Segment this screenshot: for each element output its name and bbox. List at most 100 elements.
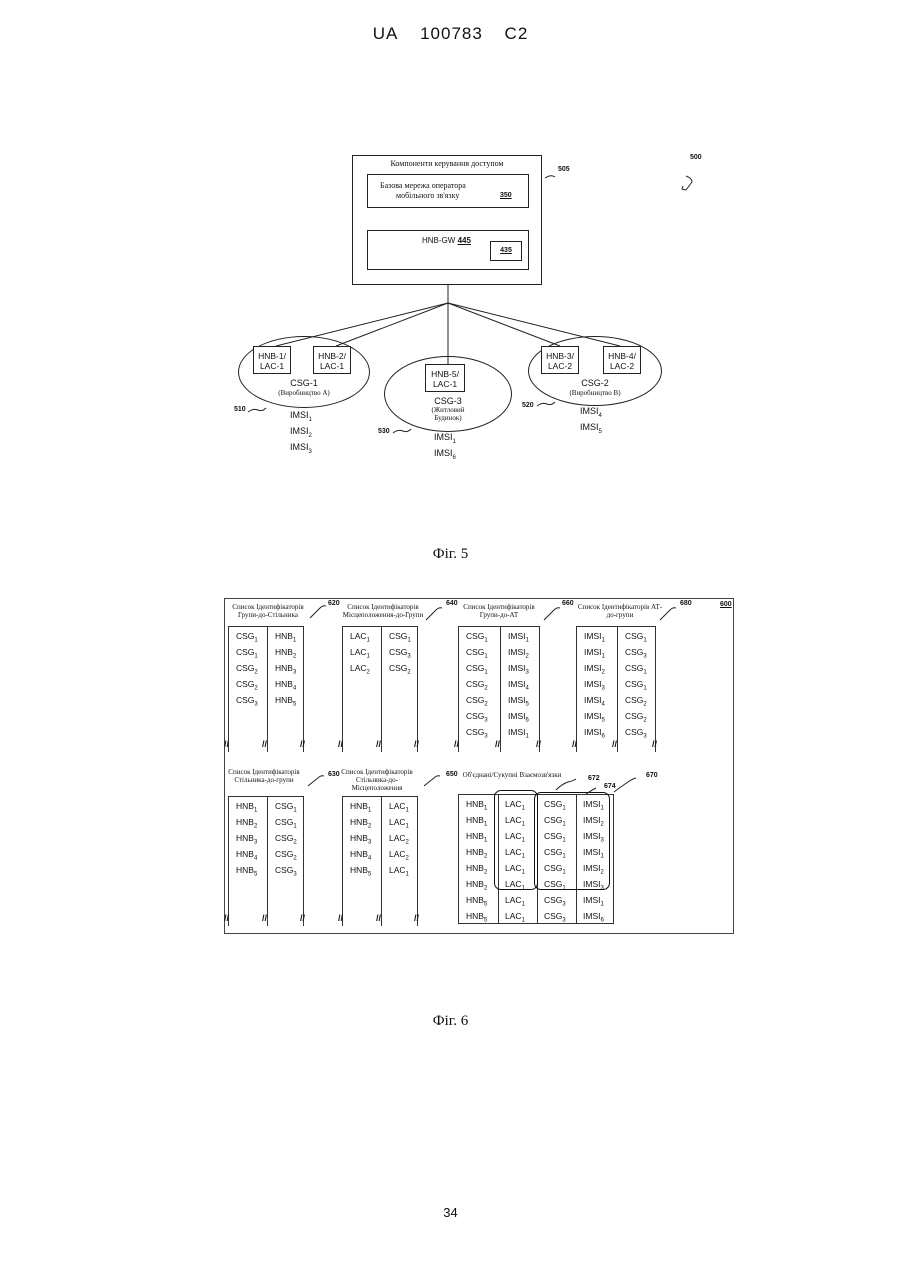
break-mark: // bbox=[300, 739, 305, 749]
table-cell: CSG3 bbox=[625, 727, 647, 742]
table-cell: CSG3 bbox=[544, 911, 566, 926]
merged-ref-674: 674 bbox=[604, 783, 616, 790]
hnb-gw-inner-ref: 435 bbox=[491, 247, 521, 254]
table-cell: IMSI6 bbox=[508, 711, 529, 726]
table-cell: HNB1 bbox=[275, 631, 296, 646]
break-mark: // bbox=[376, 739, 381, 749]
break-mark: // bbox=[300, 913, 305, 923]
table-cell: IMSI6 bbox=[583, 911, 604, 926]
table-cell: IMSI1 bbox=[583, 895, 604, 910]
table-cell: CSG1 bbox=[466, 647, 488, 662]
table-cell: IMSI4 bbox=[584, 695, 605, 710]
table-cell: HNB4 bbox=[275, 679, 296, 694]
table-cell: IMSI1 bbox=[508, 727, 529, 742]
access-control-title: Компоненти керування доступом bbox=[353, 159, 541, 168]
table-cell: LAC1 bbox=[350, 647, 370, 662]
table-cell: HNB1 bbox=[466, 815, 487, 830]
fig5-caption: Фіг. 5 bbox=[0, 546, 901, 563]
table-cell: CSG1 bbox=[275, 801, 297, 816]
table-cell: HNB2 bbox=[350, 817, 371, 832]
hnb5-node: HNB-5/LAC-1 bbox=[425, 364, 465, 392]
core-network-line1: Базова мережа оператора bbox=[380, 181, 466, 190]
csg2-imsi-list: IMSI4 IMSI5 bbox=[580, 406, 602, 438]
table-cell: LAC2 bbox=[350, 663, 370, 678]
table-cell: CSG2 bbox=[466, 679, 488, 694]
column-divider bbox=[267, 627, 268, 752]
fig5-ref-500: 500 bbox=[690, 152, 702, 163]
table-cell: LAC1 bbox=[505, 911, 525, 926]
table-cell: HNB2 bbox=[466, 847, 487, 862]
column-divider bbox=[267, 797, 268, 926]
table-cell: HNB5 bbox=[466, 895, 487, 910]
merged-title: Об'єднані/Сукупні Взаємозв'язки bbox=[452, 771, 572, 779]
break-mark: // bbox=[414, 739, 419, 749]
table-cell: CSG3 bbox=[466, 727, 488, 742]
csg1-sub: (Виробництво А) bbox=[238, 389, 370, 398]
hnb1-node: HNB-1/LAC-1 bbox=[253, 346, 291, 374]
table-cell: CSG2 bbox=[625, 695, 647, 710]
csg3-imsi-list: IMSI1 IMSI6 bbox=[434, 432, 456, 464]
table-cell: CSG2 bbox=[466, 695, 488, 710]
table-cell: IMSI1 bbox=[508, 631, 529, 646]
t630-table: HNB1CSG1HNB2CSG1HNB3CSG2HNB4CSG2HNB5CSG3… bbox=[228, 796, 304, 926]
csg2-ref: 520 bbox=[522, 402, 534, 409]
core-network-box: Базова мережа оператора мобільного зв'яз… bbox=[367, 174, 529, 208]
table-cell: HNB5 bbox=[350, 865, 371, 880]
csg1-name: CSG-1 bbox=[238, 378, 370, 389]
merged-ref-672: 672 bbox=[588, 775, 600, 782]
core-network-line2: мобільного зв'язку bbox=[396, 191, 459, 200]
t660-title: Список Ідентифікаторів Групи-до-АТ bbox=[456, 603, 542, 619]
t660-table: CSG1IMSI1CSG1IMSI2CSG1IMSI3CSG2IMSI4CSG2… bbox=[458, 626, 540, 752]
break-mark: // bbox=[262, 913, 267, 923]
csg2-sub: (Виробництво В) bbox=[528, 389, 662, 398]
t640-table: LAC1CSG1LAC1CSG3LAC2CSG2////// bbox=[342, 626, 418, 752]
table-cell: CSG1 bbox=[466, 663, 488, 678]
break-mark: // bbox=[612, 739, 617, 749]
table-cell: HNB1 bbox=[350, 801, 371, 816]
table-cell: LAC2 bbox=[389, 849, 409, 864]
table-cell: HNB3 bbox=[350, 833, 371, 848]
hnb3-node: HNB-3/LAC-2 bbox=[541, 346, 579, 374]
table-cell: CSG1 bbox=[625, 663, 647, 678]
break-mark: // bbox=[338, 913, 343, 923]
table-cell: CSG1 bbox=[236, 631, 258, 646]
table-cell: HNB3 bbox=[236, 833, 257, 848]
break-mark: // bbox=[224, 913, 229, 923]
csg2-name: CSG-2 bbox=[528, 378, 662, 389]
hnb2-node: HNB-2/LAC-1 bbox=[313, 346, 351, 374]
highlight-674 bbox=[534, 792, 610, 890]
table-cell: IMSI5 bbox=[508, 695, 529, 710]
table-cell: CSG2 bbox=[236, 663, 258, 678]
table-cell: HNB5 bbox=[275, 695, 296, 710]
merged-ref: 670 bbox=[646, 772, 658, 779]
t640-title: Список Ідентифікаторів Місцеположення-до… bbox=[340, 603, 426, 619]
table-cell: HNB3 bbox=[275, 663, 296, 678]
t680-ref: 680 bbox=[680, 600, 692, 607]
table-cell: CSG3 bbox=[625, 647, 647, 662]
break-mark: // bbox=[338, 739, 343, 749]
table-cell: CSG1 bbox=[625, 631, 647, 646]
table-cell: CSG3 bbox=[389, 647, 411, 662]
break-mark: // bbox=[414, 913, 419, 923]
table-cell: HNB1 bbox=[466, 799, 487, 814]
table-cell: HNB2 bbox=[466, 863, 487, 878]
table-cell: CSG1 bbox=[466, 631, 488, 646]
break-mark: // bbox=[224, 739, 229, 749]
table-cell: CSG2 bbox=[275, 849, 297, 864]
column-divider bbox=[500, 627, 501, 752]
table-cell: HNB5 bbox=[466, 911, 487, 926]
break-mark: // bbox=[454, 739, 459, 749]
table-cell: LAC1 bbox=[389, 817, 409, 832]
break-mark: // bbox=[536, 739, 541, 749]
table-cell: IMSI1 bbox=[584, 647, 605, 662]
highlight-672 bbox=[494, 790, 538, 890]
csg1-imsi-list: IMSI1 IMSI2 IMSI3 bbox=[290, 410, 312, 458]
table-cell: HNB2 bbox=[466, 879, 487, 894]
table-cell: IMSI6 bbox=[584, 727, 605, 742]
table-cell: CSG1 bbox=[275, 817, 297, 832]
table-cell: LAC1 bbox=[389, 801, 409, 816]
table-cell: CSG3 bbox=[275, 865, 297, 880]
table-cell: HNB1 bbox=[236, 801, 257, 816]
column-divider bbox=[381, 627, 382, 752]
table-cell: HNB4 bbox=[350, 849, 371, 864]
